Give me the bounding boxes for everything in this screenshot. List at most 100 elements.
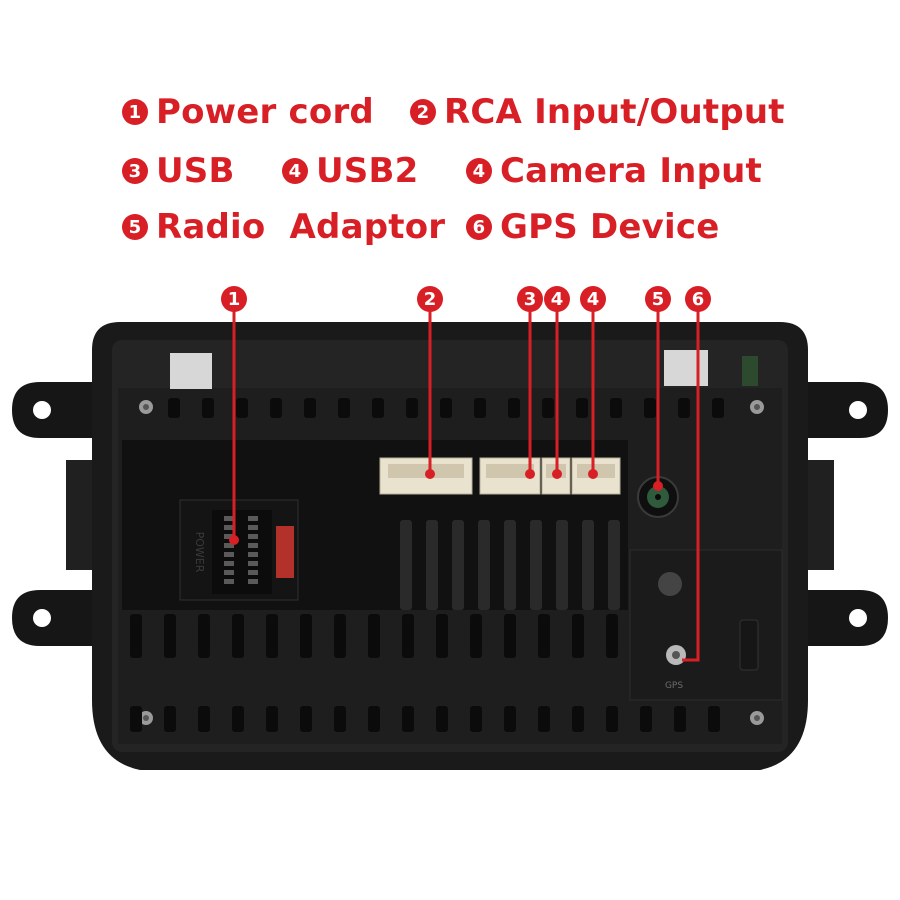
vent-slot bbox=[236, 398, 248, 418]
vent-slot bbox=[130, 614, 142, 658]
legend-label: Radio Adaptor bbox=[156, 207, 446, 247]
callout-dots bbox=[229, 469, 663, 545]
vent-slot bbox=[678, 398, 690, 418]
vent-slot bbox=[402, 614, 414, 658]
legend-item-power-cord: 1 Power cord bbox=[122, 92, 374, 132]
vent-slot bbox=[530, 520, 542, 610]
vent-slot bbox=[300, 614, 312, 658]
power-connector: POWER bbox=[179, 499, 299, 601]
clip-left bbox=[170, 353, 212, 389]
connector-pin bbox=[224, 561, 234, 566]
gps-antenna-port: GPS bbox=[665, 645, 686, 691]
vent-slot bbox=[372, 398, 384, 418]
legend-item-camera: 4 Camera Input bbox=[466, 151, 762, 191]
vent-slot bbox=[270, 398, 282, 418]
vent-slot bbox=[474, 398, 486, 418]
connector-pin bbox=[224, 525, 234, 530]
legend-item-usb: 3 USB bbox=[122, 151, 235, 191]
vent-slot bbox=[198, 706, 210, 732]
bullet-number: 4 bbox=[282, 158, 308, 184]
connector-pin bbox=[224, 516, 234, 521]
legend-item-radio: 5 Radio Adaptor bbox=[122, 207, 445, 247]
vent-slot bbox=[202, 398, 214, 418]
vent-slot bbox=[426, 520, 438, 610]
vent-slot bbox=[640, 706, 652, 732]
vent-slot bbox=[266, 706, 278, 732]
legend-label: USB2 bbox=[316, 151, 419, 191]
connector-pin bbox=[248, 552, 258, 557]
vent-slot bbox=[606, 614, 618, 658]
vent-slot bbox=[300, 706, 312, 732]
connector-pin bbox=[248, 525, 258, 530]
vent-slot bbox=[232, 706, 244, 732]
legend-label: GPS Device bbox=[500, 207, 720, 247]
vent-slot bbox=[504, 706, 516, 732]
vent-slot bbox=[572, 614, 584, 658]
gps-port-label: GPS bbox=[665, 681, 683, 691]
vent-slot bbox=[304, 398, 316, 418]
mounting-bracket-left bbox=[12, 382, 106, 646]
vent-row-middle bbox=[400, 520, 620, 610]
callout-marker-radio: 5 bbox=[645, 286, 671, 312]
legend-item-rca: 2 RCA Input/Output bbox=[410, 92, 785, 132]
vent-slot bbox=[538, 614, 550, 658]
power-connector-label: POWER bbox=[193, 532, 206, 573]
screw-icon bbox=[139, 400, 764, 725]
callout-marker-rca: 2 bbox=[417, 286, 443, 312]
connector-pin bbox=[248, 561, 258, 566]
vent-slot bbox=[168, 398, 180, 418]
vent-slot bbox=[436, 706, 448, 732]
connector-pin bbox=[248, 543, 258, 548]
connector-pin bbox=[224, 534, 234, 539]
vent-slot bbox=[334, 614, 346, 658]
vent-slot bbox=[576, 398, 588, 418]
legend-label: USB bbox=[156, 151, 235, 191]
vent-slot bbox=[608, 520, 620, 610]
vent-slot bbox=[368, 706, 380, 732]
callout-marker-gps: 6 bbox=[685, 286, 711, 312]
legend-item-usb2: 4 USB2 bbox=[282, 151, 418, 191]
vent-slot bbox=[368, 614, 380, 658]
vent-slot bbox=[402, 706, 414, 732]
connector-pin bbox=[224, 570, 234, 575]
callout-marker-camera: 4 bbox=[580, 286, 606, 312]
vent-slot bbox=[508, 398, 520, 418]
bullet-number: 5 bbox=[122, 214, 148, 240]
legend-label: Power cord bbox=[156, 92, 374, 132]
vent-slot bbox=[452, 520, 464, 610]
connector-pin bbox=[248, 579, 258, 584]
vent-slot bbox=[712, 398, 724, 418]
connector-pin bbox=[224, 579, 234, 584]
vent-slot bbox=[400, 520, 412, 610]
vent-slot bbox=[198, 614, 210, 658]
bullet-number: 2 bbox=[410, 99, 436, 125]
callout-marker-power: 1 bbox=[221, 286, 247, 312]
bullet-number: 3 bbox=[122, 158, 148, 184]
callout-lines bbox=[232, 310, 700, 662]
legend-item-gps: 6 GPS Device bbox=[466, 207, 719, 247]
vent-slot bbox=[334, 706, 346, 732]
bullet-number: 1 bbox=[122, 99, 148, 125]
vent-slot bbox=[470, 706, 482, 732]
vent-slot bbox=[164, 614, 176, 658]
vent-slot bbox=[266, 614, 278, 658]
vent-slot bbox=[606, 706, 618, 732]
vent-slot bbox=[538, 706, 550, 732]
connector-pin bbox=[248, 516, 258, 521]
bullet-number: 4 bbox=[466, 158, 492, 184]
legend-label: RCA Input/Output bbox=[444, 92, 785, 132]
vent-slot bbox=[644, 398, 656, 418]
vent-row-lowest bbox=[130, 706, 720, 732]
clip-right bbox=[664, 350, 708, 386]
vent-slot bbox=[582, 520, 594, 610]
mounting-bracket-right bbox=[794, 382, 888, 646]
mic-hole bbox=[658, 572, 682, 596]
vent-row-bottom bbox=[130, 614, 618, 658]
vent-slot bbox=[164, 706, 176, 732]
callout-marker-usb2: 4 bbox=[544, 286, 570, 312]
vent-slot bbox=[708, 706, 720, 732]
vent-slot bbox=[338, 398, 350, 418]
vent-slot bbox=[406, 398, 418, 418]
radio-antenna-port bbox=[637, 476, 679, 518]
connector-pin bbox=[248, 534, 258, 539]
